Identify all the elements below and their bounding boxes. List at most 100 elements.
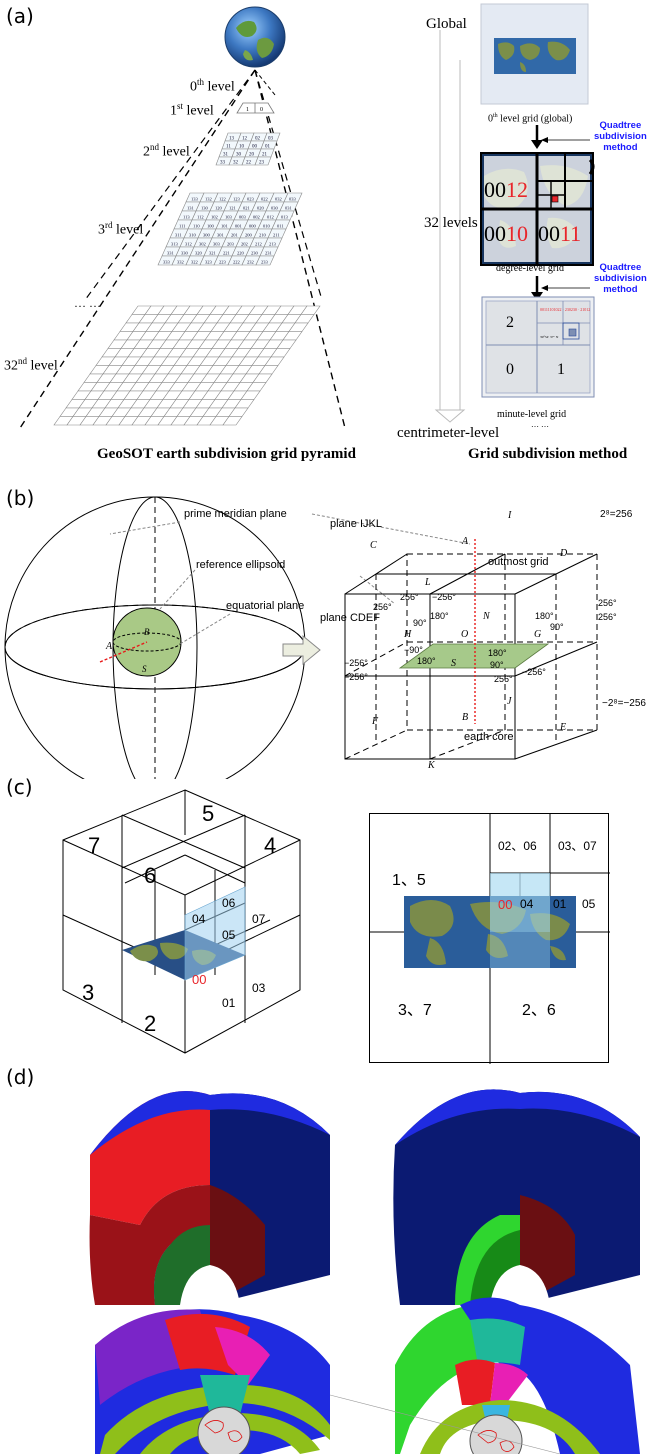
grid-code: 320 — [195, 251, 203, 256]
grid-code: 312 — [185, 242, 192, 247]
level-ellipsis: … … — [74, 296, 101, 310]
grid-code: 213 — [269, 242, 277, 247]
grid-code: 031 — [285, 206, 292, 211]
grid-code: 123 — [233, 197, 241, 202]
grid-code: 11 — [226, 145, 231, 150]
grid-code: 01 — [265, 145, 271, 150]
pt-S: S — [451, 658, 456, 669]
grid-code: 032 — [275, 197, 282, 202]
pt-K: K — [428, 760, 435, 771]
level1-grid — [236, 102, 275, 114]
shell-top-left — [89, 1091, 330, 1305]
grid-code: 133 — [191, 197, 199, 202]
grid-code: 201 — [231, 233, 238, 238]
deg-m256-c: −256° — [344, 672, 368, 682]
grid-code: 33 — [220, 161, 226, 166]
shell-top-right — [393, 1089, 640, 1305]
pt-I: I — [508, 510, 512, 521]
deg-256-d: 256° — [598, 612, 617, 622]
grid-code: 310 — [189, 233, 197, 238]
grid-code: 022 — [261, 197, 268, 202]
minute-cell-2: 2 — [506, 314, 514, 331]
label-bottom-value: −2⁸=−256 — [602, 698, 646, 709]
pt-D: D — [560, 548, 568, 559]
grid-code: 023 — [247, 197, 255, 202]
deg-180-d: 180° — [488, 648, 507, 658]
minute-grid-dots: … … — [531, 420, 549, 429]
grid-code: 130 — [201, 206, 209, 211]
grid-code: 323 — [205, 260, 213, 265]
grid-code: 311 — [175, 233, 182, 238]
panel-d: (d) — [0, 1065, 663, 1454]
grid-code: 220 — [237, 251, 245, 256]
panel-c: (c) — [0, 775, 663, 1067]
grid-code: 03 — [268, 137, 274, 142]
grid-code: 101 — [221, 224, 228, 229]
degree-grid-image — [480, 152, 595, 266]
grid-code: 32 — [233, 161, 239, 166]
grid-code: 203 — [227, 242, 235, 247]
grid-code: 313 — [171, 242, 179, 247]
panel-c-label: (c) — [6, 775, 33, 799]
cube-num-7: 7 — [88, 833, 101, 858]
label-plane-cdef: plane CDEF — [320, 612, 380, 624]
grid-code: 112 — [197, 215, 204, 220]
grid-code: 011 — [277, 224, 284, 229]
quad-label-15: 1、5 — [392, 872, 426, 889]
label-earth-core: earth core — [464, 731, 514, 743]
panel-a-label: (a) — [6, 4, 34, 28]
deg-256-c: 256° — [598, 598, 617, 608]
panel-b-label: (b) — [6, 486, 35, 510]
grid-code: 302 — [199, 242, 206, 247]
grid-code: 20 — [249, 153, 255, 158]
grid-code: 12 — [242, 137, 248, 142]
pt-E: E — [560, 722, 567, 733]
grid-code: 030 — [271, 206, 279, 211]
grid-code: 300 — [203, 233, 211, 238]
grid-code: 111 — [179, 224, 185, 229]
label-top-value: 2⁸=256 — [600, 509, 633, 520]
quad-world-map — [404, 873, 576, 968]
grid-code: 00 — [252, 145, 258, 150]
cube-num-2: 2 — [144, 1011, 157, 1036]
quad-label-01: 01 — [553, 897, 567, 911]
grid-code: 231 — [265, 251, 272, 256]
grid-code: 001 — [235, 224, 242, 229]
deg-90-b: 90° — [550, 622, 564, 632]
grid0-caption: 0th level grid (global) — [488, 113, 573, 125]
deg-90-c: 90° — [490, 660, 504, 670]
grid-code: 000 — [249, 224, 257, 229]
deg-90-a: 90° — [413, 618, 427, 628]
cube-num-4: 4 — [264, 833, 277, 858]
grid-code: 013 — [281, 215, 289, 220]
minute-cell-0: 0 — [506, 361, 514, 378]
level32-grid — [53, 305, 321, 426]
deg-m256-b: −256° — [344, 658, 368, 668]
label-prime-meridian: prime meridian plane — [184, 508, 287, 520]
deg-180-b: 180° — [535, 611, 554, 621]
grid-code: 301 — [217, 233, 224, 238]
minute-cell-1: 1 — [557, 361, 565, 378]
cube-code-00: 00 — [192, 972, 207, 987]
shell-bottom-left — [95, 1309, 330, 1454]
grid-code: 13 — [229, 137, 235, 142]
level-label-2: 2nd level — [143, 142, 190, 160]
level-label-0: 0th level — [190, 77, 235, 95]
quad-label-26: 2、6 — [522, 1002, 556, 1019]
grid-code: 113 — [183, 215, 190, 220]
grid-code: 200 — [245, 233, 253, 238]
deg-180-a: 180° — [430, 611, 449, 621]
grid-code: 232 — [247, 260, 254, 265]
grid-code: 31 — [223, 153, 229, 158]
grid-code: 131 — [187, 206, 194, 211]
pt-C: C — [370, 540, 377, 551]
quad-label-37: 3、7 — [398, 1002, 432, 1019]
grid-code: 321 — [209, 251, 216, 256]
cube-code-06: 06 — [222, 896, 236, 910]
cube-code-03: 03 — [252, 981, 266, 995]
label-reference-ellipsoid: reference ellipsoid — [196, 559, 286, 571]
